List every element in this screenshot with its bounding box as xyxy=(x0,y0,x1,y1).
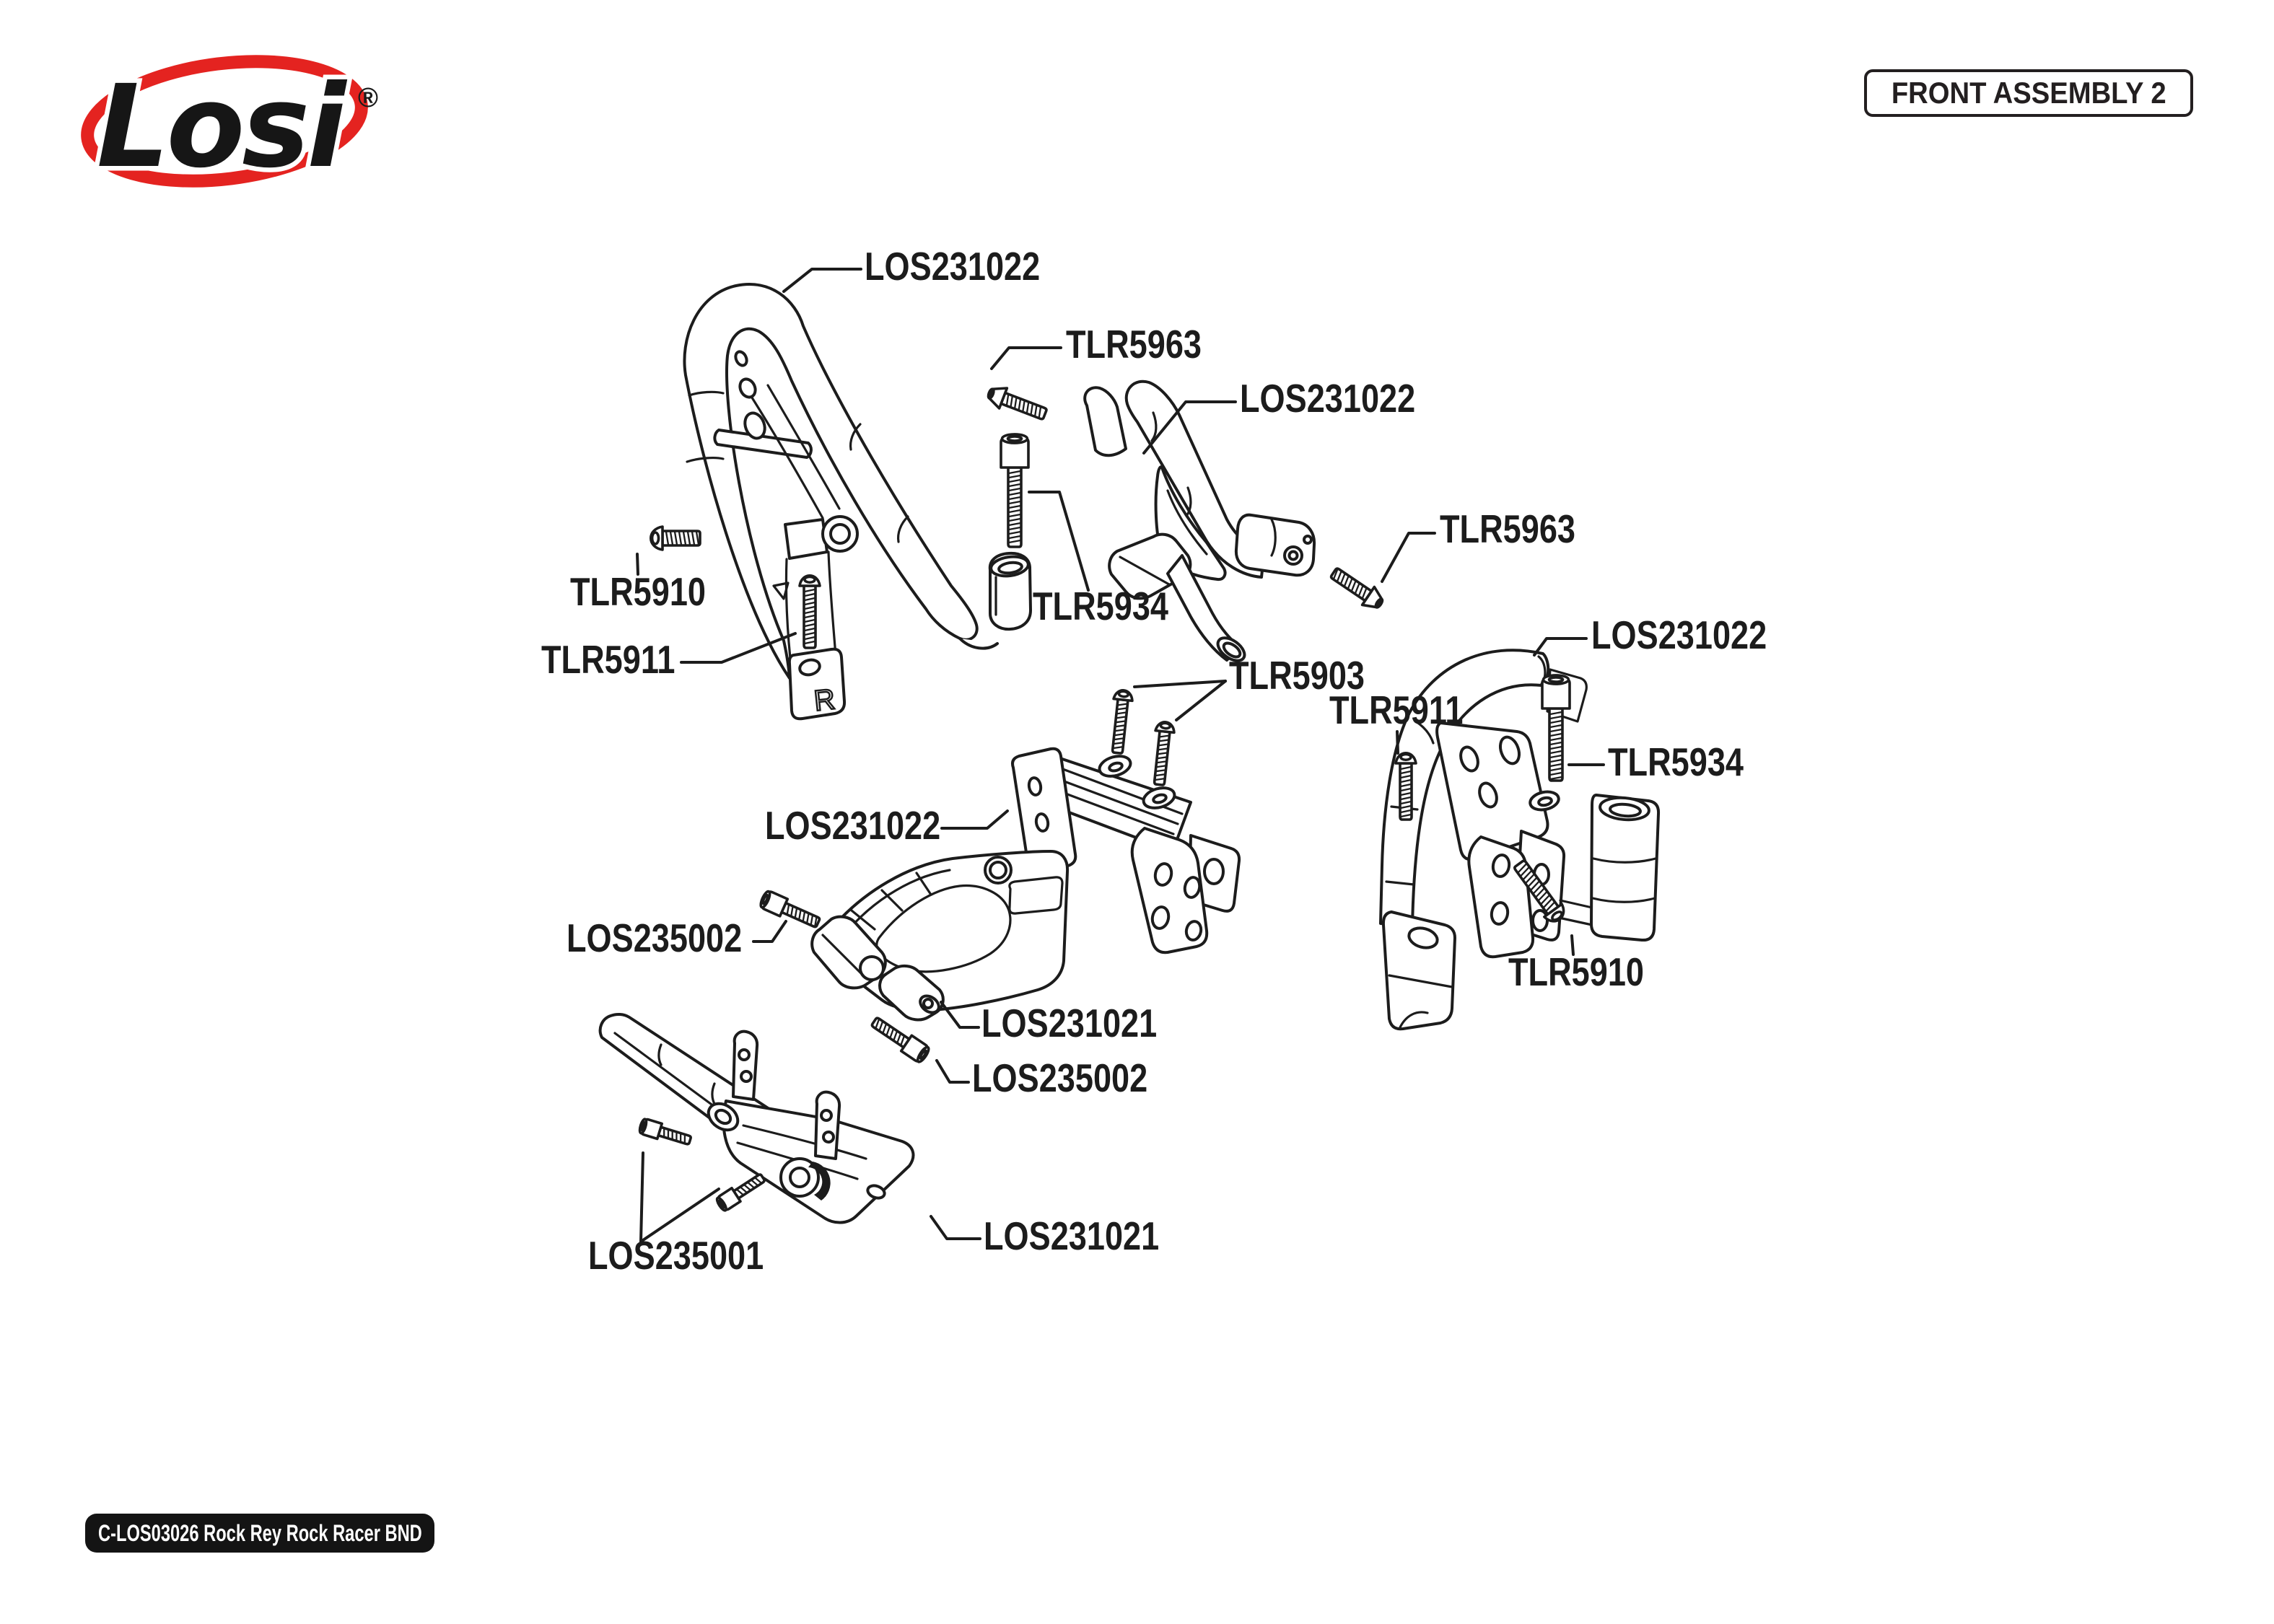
screw-tlr5903-1 xyxy=(1111,689,1134,755)
logo-swoosh-ellipse xyxy=(81,55,368,188)
logo-registered-mark: ® xyxy=(358,83,378,113)
leader-lines xyxy=(636,268,1605,1243)
part-label-tlr5963-upper: TLR5963 xyxy=(1066,322,1202,367)
part-label-los231021-bottom: LOS231021 xyxy=(984,1213,1160,1258)
screw-los235002-bottom xyxy=(870,1017,930,1063)
losi-logo: Losi ® xyxy=(81,55,378,198)
logo-wordmark: Losi xyxy=(97,61,347,193)
leader-line-tlr5903 xyxy=(1133,680,1227,688)
screw-tlr5963-upper xyxy=(987,387,1048,421)
screw-tlr5911-right xyxy=(1394,752,1417,821)
screw-tlr5963-right xyxy=(1329,567,1384,609)
part-label-los231022-link: LOS231022 xyxy=(1240,376,1416,421)
leader-line-los231021-bottom xyxy=(930,1215,981,1240)
screw-glyphs xyxy=(638,387,1571,1212)
part-label-tlr5911-right: TLR5911 xyxy=(1329,688,1464,732)
page-title: FRONT ASSEMBLY 2 xyxy=(1891,76,2166,110)
screw-los235001-2 xyxy=(715,1173,766,1212)
leader-line-tlr5903 xyxy=(1175,680,1227,721)
part-label-tlr5903: TLR5903 xyxy=(1229,653,1365,698)
screw-tlr5934-right xyxy=(1541,674,1571,782)
leader-line-los231022-center xyxy=(940,809,1009,830)
leader-line-los235002-left xyxy=(752,920,787,943)
part-label-tlr5934-left: TLR5934 xyxy=(1033,584,1168,628)
leader-line-tlr5963-right xyxy=(1381,532,1436,583)
part-label-tlr5910-right: TLR5910 xyxy=(1508,949,1644,994)
part-label-tlr5934-right: TLR5934 xyxy=(1608,739,1744,784)
part-label-tlr5963-right: TLR5963 xyxy=(1440,506,1575,551)
footer-badge-text: C-LOS03026 Rock Rey Rock Racer BND xyxy=(98,1519,422,1546)
title-box: FRONT ASSEMBLY 2 xyxy=(1864,69,2193,117)
part-label-los231022-top-left: LOS231022 xyxy=(865,244,1041,289)
part-steering-bracket xyxy=(1011,747,1241,954)
part-label-los231021-center: LOS231021 xyxy=(981,1001,1158,1045)
part-label-los235001: LOS235001 xyxy=(588,1233,764,1278)
leader-line-los231022-link xyxy=(1142,400,1237,455)
screw-tlr5911-left xyxy=(798,574,821,649)
part-label-los235002-left: LOS235002 xyxy=(567,916,743,960)
leader-line-tlr5934-left xyxy=(1028,491,1090,592)
leader-line-los235001 xyxy=(639,1151,644,1243)
screw-tlr5910-right xyxy=(1513,859,1565,923)
leader-line-tlr5911-left xyxy=(680,632,797,664)
part-label-tlr5911-left: TLR5911 xyxy=(541,637,675,682)
leader-line-los235001 xyxy=(639,1188,720,1243)
screw-los235002-left xyxy=(759,890,821,929)
screw-los235001-1 xyxy=(638,1118,692,1146)
part-upper-hoop-arm-left: R xyxy=(683,283,1032,721)
leader-line-tlr5963-upper xyxy=(990,346,1062,370)
screw-tlr5903-2 xyxy=(1153,721,1176,786)
screw-tlr5910-left xyxy=(650,525,701,551)
part-label-los231022-right: LOS231022 xyxy=(1591,613,1767,657)
footer-badge: C-LOS03026 Rock Rey Rock Racer BND xyxy=(85,1514,434,1553)
leader-line-los231021-center xyxy=(940,1001,980,1029)
part-label-tlr5910-left: TLR5910 xyxy=(570,569,706,614)
leader-line-los231022-top-left xyxy=(782,268,862,293)
part-lower-skid-mount xyxy=(598,1012,915,1224)
leader-line-los231022-right xyxy=(1533,637,1588,657)
leader-line-tlr5911-right xyxy=(1396,730,1399,755)
leader-line-tlr5910-left xyxy=(636,553,639,576)
part-label-los231022-center: LOS231022 xyxy=(765,803,941,848)
leader-line-los235002-bottom xyxy=(935,1059,970,1084)
part-bulkhead-stirrup xyxy=(810,850,1070,1022)
part-label-los235002-bottom: LOS235002 xyxy=(972,1055,1148,1100)
leader-line-tlr5910-right xyxy=(1570,934,1575,956)
screw-tlr5934-left xyxy=(1000,433,1030,548)
frame-side-marking: R xyxy=(813,683,836,717)
